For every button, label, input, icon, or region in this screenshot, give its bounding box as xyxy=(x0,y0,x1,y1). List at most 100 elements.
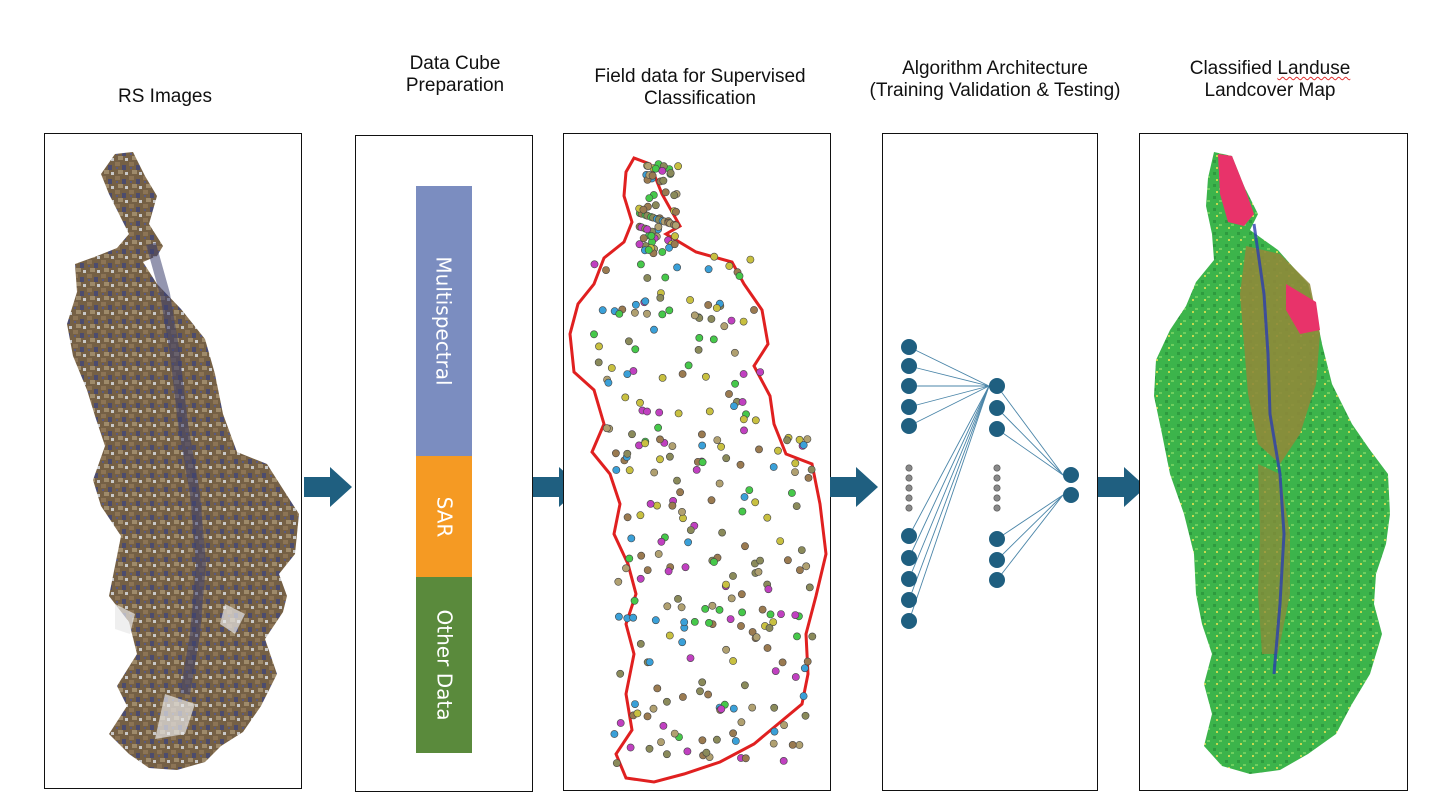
field-sample-point xyxy=(727,594,736,603)
pink-zone-north xyxy=(1218,154,1254,226)
input-node xyxy=(901,613,917,629)
field-sample-point xyxy=(765,624,774,632)
field-sample-point xyxy=(643,712,652,721)
field-sample-point xyxy=(671,232,679,241)
field-sample-point xyxy=(672,207,680,216)
field-sample-point xyxy=(722,580,730,589)
field-sample-point xyxy=(645,658,654,666)
field-data-map xyxy=(568,156,828,784)
field-sample-point xyxy=(745,486,754,494)
arrow-field-to-algorithm xyxy=(830,467,878,507)
network-edge xyxy=(908,385,990,601)
field-sample-point xyxy=(737,622,745,630)
ellipsis-dot xyxy=(905,504,913,512)
network-edge xyxy=(908,385,990,427)
input-node xyxy=(901,378,917,394)
field-sample-point xyxy=(799,692,808,700)
field-sample-point xyxy=(602,266,610,274)
field-sample-point xyxy=(712,304,721,312)
field-sample-point xyxy=(629,613,638,622)
ellipsis-dot xyxy=(905,464,913,472)
ellipsis-dot xyxy=(993,504,1001,512)
field-sample-point xyxy=(727,316,736,325)
network-edge xyxy=(908,385,990,559)
field-sample-point xyxy=(625,337,633,346)
field-sample-point xyxy=(707,315,716,323)
field-sample-point xyxy=(628,430,636,439)
hidden-node xyxy=(989,400,1005,416)
network-edge xyxy=(996,494,1064,561)
field-sample-point xyxy=(658,373,667,382)
field-sample-point xyxy=(748,628,757,636)
field-sample-point xyxy=(676,488,684,497)
field-sample-point xyxy=(590,330,598,339)
field-sample-point xyxy=(674,162,682,171)
field-sample-point xyxy=(644,162,652,170)
ellipsis-dot xyxy=(993,484,1001,492)
hidden-node xyxy=(989,421,1005,437)
field-sample-point xyxy=(658,248,667,256)
field-sample-point xyxy=(614,577,623,586)
field-sample-point xyxy=(679,693,687,701)
field-sample-point xyxy=(715,479,724,488)
field-sample-point xyxy=(643,566,652,574)
field-sample-point xyxy=(692,465,701,474)
ellipsis-dot xyxy=(993,474,1001,482)
hidden-node xyxy=(989,572,1005,588)
field-sample-point xyxy=(679,514,687,523)
field-sample-point xyxy=(803,435,812,443)
field-sample-point xyxy=(730,402,738,410)
field-sample-point xyxy=(590,260,599,269)
field-sample-point xyxy=(645,194,654,202)
field-sample-point xyxy=(787,489,796,497)
field-sample-point xyxy=(670,729,679,738)
field-sample-point xyxy=(710,558,718,566)
network-edge xyxy=(996,428,1064,476)
field-sample-point xyxy=(718,528,726,537)
field-sample-point xyxy=(770,727,779,736)
field-sample-point xyxy=(725,262,734,270)
field-sample-point xyxy=(616,669,625,678)
field-sample-point xyxy=(752,633,761,642)
field-sample-point xyxy=(632,300,640,309)
field-sample-point xyxy=(746,255,755,264)
field-sample-point xyxy=(639,205,648,214)
field-sample-point xyxy=(678,638,687,647)
field-sample-point xyxy=(737,590,746,599)
field-sample-point xyxy=(736,460,745,469)
field-sample-point xyxy=(623,513,632,522)
field-sample-point xyxy=(690,311,699,320)
ellipsis-dot xyxy=(993,494,1001,502)
input-node xyxy=(901,571,917,587)
field-sample-point xyxy=(791,459,800,468)
field-sample-point xyxy=(769,739,778,748)
ellipsis-dot xyxy=(905,474,913,482)
field-sample-point xyxy=(653,684,662,693)
network-edge xyxy=(996,385,1064,476)
field-sample-point xyxy=(776,537,785,545)
field-sample-point xyxy=(637,260,645,269)
field-sample-point xyxy=(641,297,650,306)
field-sample-point xyxy=(626,743,635,752)
rs-light-patches xyxy=(115,604,245,739)
field-sample-point xyxy=(653,501,661,510)
field-sample-point xyxy=(631,345,640,354)
field-sample-point xyxy=(631,700,639,708)
field-sample-point xyxy=(701,604,710,613)
field-sample-point xyxy=(674,409,683,418)
field-sample-point xyxy=(738,507,747,516)
field-sample-point xyxy=(668,501,677,510)
study-area-boundary xyxy=(568,156,828,784)
field-sample-point xyxy=(735,272,744,280)
field-sample-point xyxy=(637,551,646,560)
network-edge xyxy=(908,385,990,537)
field-sample-point xyxy=(625,466,634,475)
field-sample-point xyxy=(612,449,620,458)
field-sample-point xyxy=(644,246,653,254)
network-edge xyxy=(908,385,990,408)
field-sample-point xyxy=(766,610,775,619)
field-sample-point xyxy=(751,498,760,507)
field-sample-point xyxy=(795,566,804,574)
field-sample-point xyxy=(805,583,814,592)
field-sample-point xyxy=(651,201,660,210)
